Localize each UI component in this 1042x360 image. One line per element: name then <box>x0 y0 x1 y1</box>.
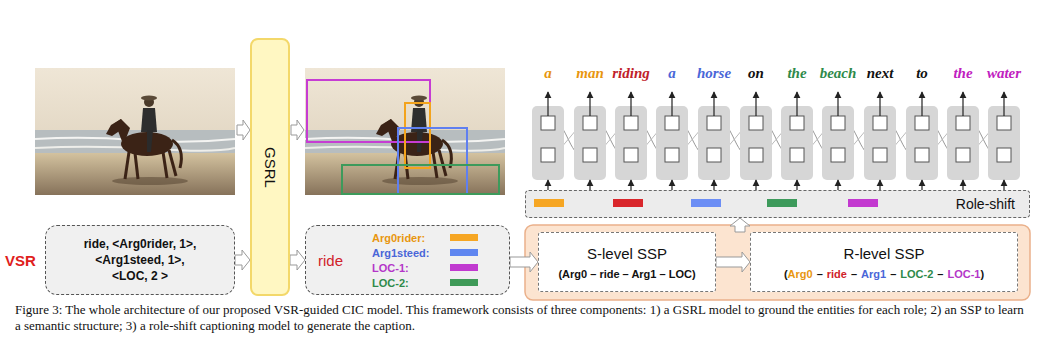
role-feature-bar <box>450 279 478 286</box>
caption-word: next <box>867 64 894 82</box>
role-feature-bar <box>450 264 478 271</box>
input-box: VSRride, <Arg0rider, 1>,<Arg1steed, 1>,<… <box>45 225 235 295</box>
caption-word: the <box>953 64 972 82</box>
caption-word: riding <box>612 64 650 82</box>
role-name: LOC-2: <box>372 277 444 289</box>
figure-caption: Figure 3: The whole architecture of our … <box>15 302 1030 334</box>
module-bar: GSRL <box>250 38 290 296</box>
role-feature-bar <box>767 199 797 207</box>
shift-label: Role-shift <box>956 196 1015 212</box>
shift-box: Role-shift <box>525 190 1030 218</box>
caption-word: man <box>576 64 604 82</box>
role-box: ride Arg0rider: Arg1steed: LOC-1: LOC-2: <box>305 225 510 295</box>
flow-arrow <box>730 218 750 232</box>
flow-arrow <box>290 250 305 270</box>
ssp-sequence: (Arg0 – ride – Arg1 – LOC) <box>558 268 695 280</box>
verb-label: ride <box>318 252 343 269</box>
flow-arrow <box>237 120 250 140</box>
caption-word: water <box>987 64 1021 82</box>
caption-word: horse <box>697 64 731 82</box>
role-row: LOC-2: <box>372 275 478 290</box>
lstm-cells <box>532 92 1020 190</box>
role-tuple: <Arg1steed, 1>, <box>95 252 184 268</box>
caption-word: a <box>668 64 676 82</box>
sequence-item: LOC-1 <box>947 268 980 280</box>
sequence-item: LOC-2 <box>900 268 933 280</box>
sequence-item: ( <box>784 268 788 280</box>
role-tuple: ride, <Arg0rider, 1>, <box>84 236 197 252</box>
sequence-item: – <box>890 268 896 280</box>
flow-arrow <box>235 250 250 270</box>
sequence-item: – <box>851 268 857 280</box>
photo <box>305 68 505 195</box>
role-row: Arg0rider: <box>372 230 478 245</box>
role-feature-bar <box>534 199 564 207</box>
role-row: LOC-1: <box>372 260 478 275</box>
ssp-title: S-level SSP <box>587 245 667 262</box>
module-label: GSRL <box>262 147 279 188</box>
caption-word: to <box>916 64 928 82</box>
caption-word: the <box>787 64 806 82</box>
role-feature-bar <box>691 199 721 207</box>
input-label: VSR <box>5 252 36 269</box>
text-column: ride, <Arg0rider, 1>,<Arg1steed, 1>,<LOC… <box>46 226 234 294</box>
caption-word: beach <box>820 64 857 82</box>
photo <box>35 68 235 195</box>
sequence-item: Arg0 <box>788 268 813 280</box>
role-feature-bar <box>613 199 643 207</box>
ssp-box: R-level SSP(Arg0–ride–Arg1–LOC-2–LOC-1) <box>750 232 1018 292</box>
ssp-panel <box>525 225 1030 300</box>
sequence-item: Arg1 <box>861 268 886 280</box>
sequence-item: ride <box>827 268 847 280</box>
role-name: Arg0rider: <box>372 232 444 244</box>
ssp-box: S-level SSP (Arg0 – ride – Arg1 – LOC) <box>538 232 716 292</box>
flow-arrow <box>716 252 750 272</box>
flow-arrow <box>291 120 304 140</box>
role-row: Arg1steed: <box>372 245 478 260</box>
sequence-item: – <box>817 268 823 280</box>
role-feature-bar <box>450 249 478 256</box>
role-feature-bar <box>848 199 878 207</box>
ssp-sequence: (Arg0–ride–Arg1–LOC-2–LOC-1) <box>784 268 984 280</box>
role-name: LOC-1: <box>372 262 444 274</box>
role-name: Arg1steed: <box>372 247 444 259</box>
sequence-item: – <box>937 268 943 280</box>
ssp-title: R-level SSP <box>844 245 925 262</box>
role-tuple: <LOC, 2 > <box>112 268 168 284</box>
caption-word: on <box>748 64 764 82</box>
flow-arrow <box>510 252 538 272</box>
role-feature-bar <box>450 234 478 241</box>
grounding-boxes <box>307 80 499 194</box>
role-list: Arg0rider: Arg1steed: LOC-1: LOC-2: <box>372 230 478 290</box>
caption-word: a <box>544 64 552 82</box>
sequence-item: ) <box>980 268 984 280</box>
